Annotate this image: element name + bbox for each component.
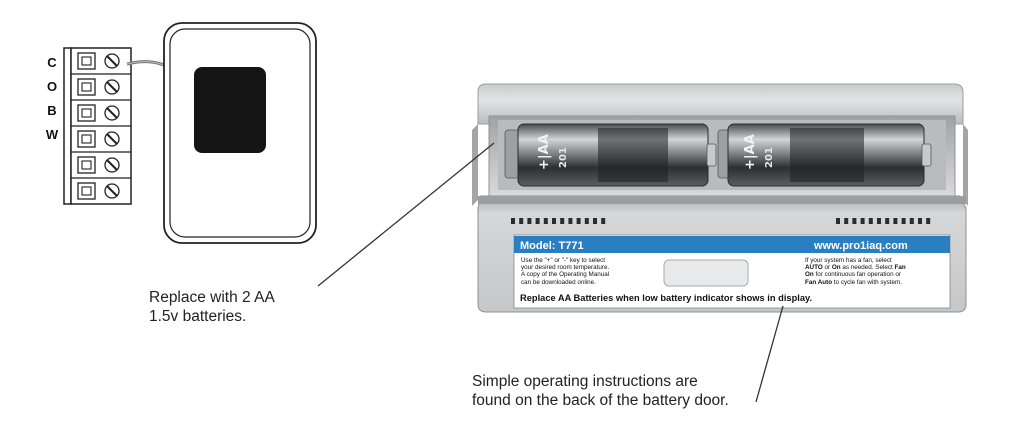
vent-slot bbox=[885, 218, 890, 224]
housing-top bbox=[477, 83, 964, 125]
battery-2 bbox=[717, 123, 932, 187]
vent-slot bbox=[543, 218, 548, 224]
vent-slot bbox=[852, 218, 857, 224]
vent-slot bbox=[576, 218, 581, 224]
vent-slot bbox=[909, 218, 914, 224]
label-left-copy-line: your desired room temperature. bbox=[521, 264, 610, 272]
terminal-label-c: C bbox=[47, 55, 57, 70]
label-url: www.pro1iaq.com bbox=[814, 240, 908, 252]
label-left-copy-line: Use the "+" or "-" key to select bbox=[521, 257, 606, 264]
label-right-copy-line: On for continuous fan operation or bbox=[805, 271, 901, 279]
vent-slot bbox=[901, 218, 906, 224]
label-footer: Replace AA Batteries when low battery in… bbox=[520, 293, 813, 303]
label-left-copy-line: can be downloaded online. bbox=[521, 278, 596, 286]
terminal-screw-row bbox=[71, 99, 131, 122]
vent-slot bbox=[868, 218, 873, 224]
battery-door-hinge bbox=[478, 196, 966, 204]
vent-slot bbox=[552, 218, 556, 224]
terminal-label-w: W bbox=[45, 127, 59, 142]
leader-line-batteries bbox=[317, 142, 495, 287]
wall-plate-inner bbox=[169, 28, 311, 238]
callout-batteries-line2: 1.5v batteries. bbox=[149, 308, 247, 325]
vent-slot bbox=[601, 218, 606, 224]
terminal-block-edge bbox=[63, 47, 72, 205]
vent-slot bbox=[568, 218, 573, 224]
sensor-pad bbox=[194, 67, 266, 153]
battery-1-polarity: +|AA bbox=[537, 134, 552, 170]
vent-slot bbox=[519, 218, 524, 224]
housing-right-rail bbox=[963, 124, 968, 206]
vent-slot bbox=[593, 218, 597, 224]
thermostat-back: +|AA 201 +|AA 201 bbox=[472, 83, 968, 313]
terminal-screw-row bbox=[71, 151, 131, 174]
vent-slot bbox=[860, 218, 865, 224]
battery-2-polarity: +|AA bbox=[743, 134, 758, 170]
battery-2-year: 201 bbox=[764, 147, 775, 168]
vent-slot bbox=[584, 218, 589, 224]
battery-1-year: 201 bbox=[558, 147, 569, 168]
vent-slot bbox=[527, 218, 532, 224]
callout-instructions-line2: found on the back of the battery door. bbox=[472, 392, 729, 409]
leader-line-instructions bbox=[755, 305, 784, 403]
terminal-block bbox=[63, 47, 132, 205]
callout-instructions: Simple operating instructions are found … bbox=[472, 372, 729, 410]
label-left-copy: Use the "+" or "-" key to select your de… bbox=[521, 257, 609, 286]
terminal-label-b: B bbox=[47, 103, 57, 118]
vent-slot bbox=[877, 218, 881, 224]
vent-slot bbox=[918, 218, 922, 224]
battery-1 bbox=[504, 123, 717, 187]
callout-batteries: Replace with 2 AA 1.5v batteries. bbox=[149, 288, 275, 326]
label-band bbox=[514, 236, 950, 253]
label-model: Model: T771 bbox=[520, 240, 584, 252]
terminal-screw-row bbox=[71, 73, 131, 96]
housing-left-rail bbox=[472, 124, 478, 206]
vent-slot bbox=[560, 218, 565, 224]
vent-slot bbox=[836, 218, 840, 224]
terminal-screw-row bbox=[71, 125, 131, 148]
terminal-label-o: O bbox=[46, 79, 58, 94]
vent-slot bbox=[511, 218, 515, 224]
label-right-copy: If your system has a fan, select AUTO or… bbox=[805, 257, 906, 286]
vent-slot bbox=[844, 218, 849, 224]
callout-batteries-line1: Replace with 2 AA bbox=[149, 289, 275, 306]
label-right-copy-line: Fan Auto to cycle fan with system. bbox=[805, 278, 903, 286]
terminal-screw-row bbox=[71, 177, 131, 200]
vent-slot bbox=[535, 218, 540, 224]
vent-slot bbox=[926, 218, 931, 224]
label-right-copy-line: If your system has a fan, select bbox=[805, 257, 892, 264]
vent-slots-right bbox=[836, 218, 931, 224]
vent-slots-left bbox=[511, 218, 606, 224]
terminal-screw-row bbox=[77, 52, 120, 70]
label-right-copy-line: AUTO or On as needed. Select Fan bbox=[805, 264, 906, 272]
label-recess bbox=[663, 259, 749, 287]
callout-instructions-line1: Simple operating instructions are bbox=[472, 373, 698, 390]
vent-slot bbox=[893, 218, 898, 224]
label-left-copy-line: A copy of the Operating Manual bbox=[521, 271, 610, 279]
